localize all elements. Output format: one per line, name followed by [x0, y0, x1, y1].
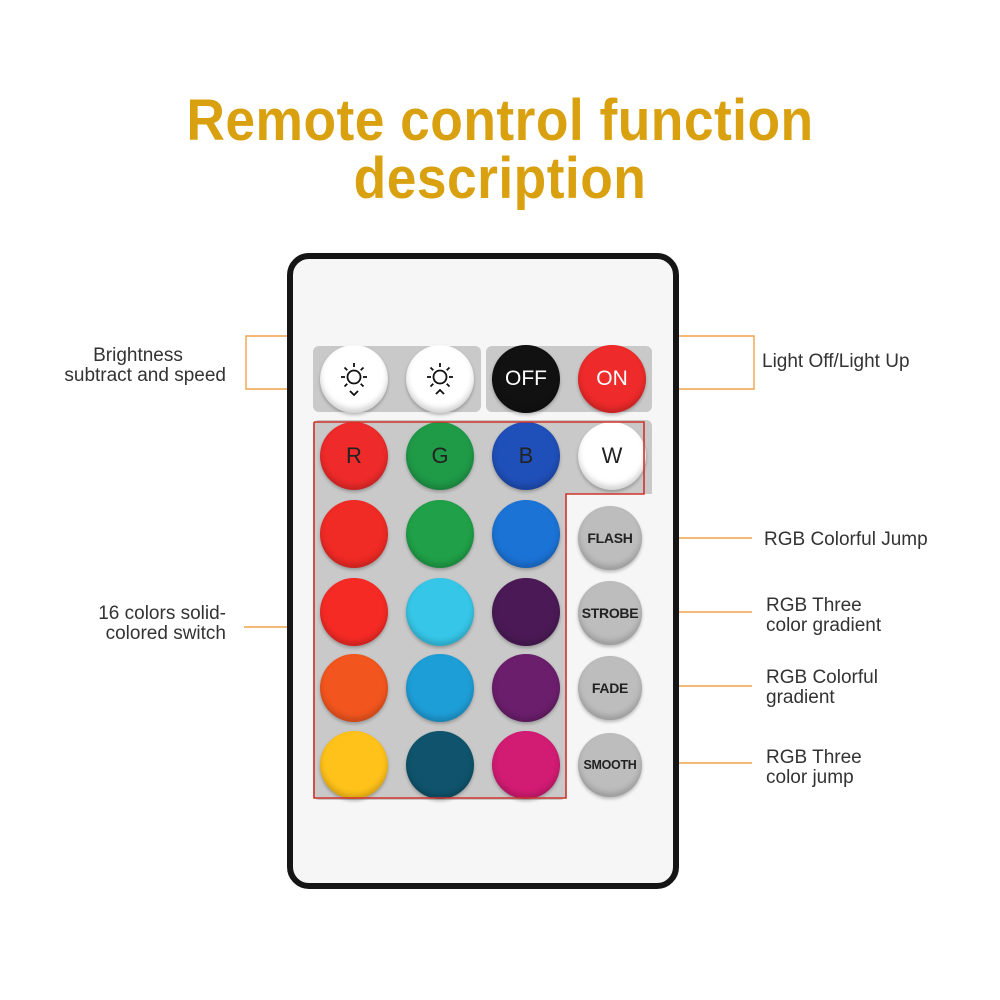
blue-label: B	[518, 443, 534, 468]
off-button[interactable]: OFF	[492, 345, 560, 413]
colors16-annotation-line1: 16 colors solid-	[98, 603, 226, 624]
fade-button[interactable]: FADE	[578, 656, 642, 720]
on-button[interactable]: ON	[578, 345, 646, 413]
strobe-button[interactable]: STROBE	[578, 581, 642, 645]
sun-down-icon	[341, 363, 367, 397]
color-button-r4-c2[interactable]	[406, 731, 474, 799]
green-button[interactable]: G	[406, 422, 474, 490]
green-label: G	[431, 443, 449, 468]
strobe-annotation: RGB Three color gradient	[766, 596, 881, 636]
fade-annotation-line2: gradient	[766, 687, 835, 708]
smooth-label: SMOOTH	[583, 758, 637, 772]
white-label: W	[601, 443, 623, 468]
strobe-annotation-line2: color gradient	[766, 615, 882, 636]
strobe-label: STROBE	[581, 605, 639, 621]
fade-annotation-line1: RGB Colorful	[766, 667, 878, 688]
red-button[interactable]: R	[320, 422, 388, 490]
brightness-down-button[interactable]	[320, 345, 388, 413]
strobe-annotation-line1: RGB Three	[766, 595, 862, 616]
color-button-r2-c1[interactable]	[320, 578, 388, 646]
color-button-r3-c2[interactable]	[406, 654, 474, 722]
off-label: OFF	[505, 367, 547, 390]
color-button-r1-c2[interactable]	[406, 500, 474, 568]
color-button-r3-c3[interactable]	[492, 654, 560, 722]
brightness-up-button[interactable]	[406, 345, 474, 413]
smooth-annotation: RGB Three color jump	[766, 748, 862, 788]
blue-button[interactable]: B	[492, 422, 560, 490]
brightness-annotation: Brightness subtract and speed	[20, 346, 226, 386]
white-button[interactable]: W	[578, 422, 646, 490]
colors16-annotation: 16 colors solid- colored switch	[20, 604, 226, 644]
brightness-annotation-line2: subtract and speed	[64, 365, 226, 386]
flash-annotation: RGB Colorful Jump	[764, 529, 928, 550]
flash-button[interactable]: FLASH	[578, 506, 642, 570]
color-button-r3-c1[interactable]	[320, 654, 388, 722]
color-button-r4-c3[interactable]	[492, 731, 560, 799]
brightness-annotation-line1: Brightness	[93, 345, 183, 366]
flash-label: FLASH	[587, 530, 633, 546]
smooth-annotation-line1: RGB Three	[766, 747, 862, 768]
color-button-r1-c1[interactable]	[320, 500, 388, 568]
light-annotation: Light Off/Light Up	[762, 351, 910, 372]
fade-annotation: RGB Colorful gradient	[766, 668, 878, 708]
color-button-r4-c1[interactable]	[320, 731, 388, 799]
color-button-r1-c3[interactable]	[492, 500, 560, 568]
color-button-r2-c2[interactable]	[406, 578, 474, 646]
colors16-annotation-line2: colored switch	[105, 623, 226, 644]
red-label: R	[346, 443, 362, 468]
sun-up-icon	[427, 363, 453, 395]
smooth-button[interactable]: SMOOTH	[578, 733, 642, 797]
page-title: Remote control function description	[186, 88, 814, 211]
on-label: ON	[596, 367, 628, 390]
smooth-annotation-line2: color jump	[766, 767, 854, 788]
fade-label: FADE	[591, 680, 629, 696]
color-button-r2-c3[interactable]	[492, 578, 560, 646]
